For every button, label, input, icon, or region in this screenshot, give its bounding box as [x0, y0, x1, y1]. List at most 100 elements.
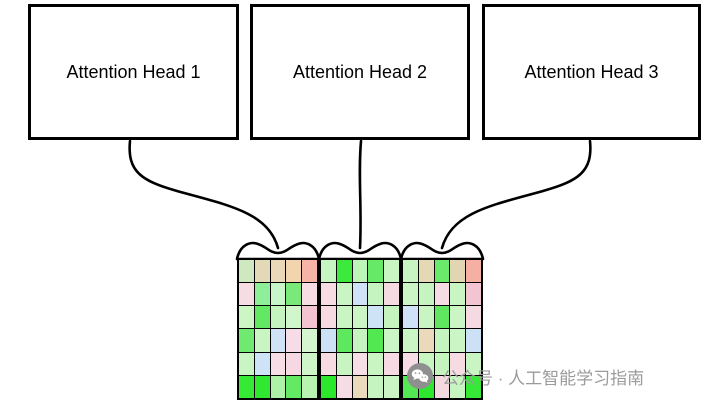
- matrix-cell: [466, 375, 481, 398]
- grid-brace-3: [399, 241, 485, 261]
- matrix-cell: [254, 260, 270, 283]
- matrix-cell: [239, 352, 254, 375]
- matrix-cell: [302, 306, 317, 329]
- connector-line-1: [128, 139, 280, 250]
- watermark: 公众号 · 人工智能学习指南: [406, 362, 644, 390]
- matrix-cell: [254, 375, 270, 398]
- attention-head-1-box: Attention Head 1: [28, 4, 239, 140]
- matrix-cell: [254, 283, 270, 306]
- attention-head-3-label: Attention Head 3: [524, 61, 659, 82]
- matrix-cell: [450, 329, 466, 352]
- matrix-cell: [302, 260, 317, 283]
- matrix-cell: [336, 352, 352, 375]
- matrix-cell: [368, 375, 384, 398]
- matrix-cell: [384, 283, 399, 306]
- matrix-cell: [368, 352, 384, 375]
- matrix-cell: [286, 375, 302, 398]
- matrix-cell: [434, 352, 450, 375]
- matrix-cell: [352, 260, 368, 283]
- watermark-text: 公众号 · 人工智能学习指南: [442, 368, 645, 388]
- matrix-cell: [466, 260, 481, 283]
- matrix-cell: [286, 352, 302, 375]
- matrix-cell: [434, 375, 450, 398]
- matrix-cell: [254, 329, 270, 352]
- matrix-cell: [368, 329, 384, 352]
- matrix-cell: [434, 283, 450, 306]
- matrix-cell: [239, 283, 254, 306]
- matrix-cell: [384, 352, 399, 375]
- matrix-cell: [336, 375, 352, 398]
- matrix-cell: [270, 306, 286, 329]
- connector-line-2: [358, 139, 363, 250]
- matrix-cell: [352, 306, 368, 329]
- matrix-cell: [368, 260, 384, 283]
- matrix-cell: [239, 329, 254, 352]
- matrix-cell: [270, 329, 286, 352]
- matrix-cell: [368, 283, 384, 306]
- matrix-cell: [434, 260, 450, 283]
- matrix-cell: [302, 352, 317, 375]
- matrix-cell: [466, 329, 481, 352]
- matrix-cell: [466, 352, 481, 375]
- matrix-cell: [321, 329, 336, 352]
- matrix-cell: [418, 306, 434, 329]
- matrix-cell: [321, 375, 336, 398]
- matrix-cell: [321, 306, 336, 329]
- attention-head-2-label: Attention Head 2: [292, 61, 428, 82]
- matrix-cell: [368, 306, 384, 329]
- connector-line-3: [440, 139, 592, 250]
- matrix-cell: [239, 306, 254, 329]
- matrix-cell: [403, 260, 418, 283]
- matrix-cell: [286, 306, 302, 329]
- matrix-cell: [450, 306, 466, 329]
- matrix-cell: [450, 260, 466, 283]
- matrix-cell: [384, 375, 399, 398]
- matrix-cell: [286, 329, 302, 352]
- matrix-cell: [384, 260, 399, 283]
- matrix-cell: [270, 375, 286, 398]
- matrix-cell: [466, 283, 481, 306]
- grid-brace-2: [317, 241, 403, 261]
- matrix-cell: [270, 283, 286, 306]
- attention-matrix-2: [319, 258, 401, 400]
- attention-head-2-box: Attention Head 2: [250, 4, 470, 140]
- matrix-cell: [418, 283, 434, 306]
- matrix-cell: [239, 260, 254, 283]
- matrix-cell: [418, 260, 434, 283]
- matrix-cell: [286, 283, 302, 306]
- attention-matrix-1: [237, 258, 319, 400]
- matrix-cell: [403, 329, 418, 352]
- matrix-cell: [418, 329, 434, 352]
- matrix-cell: [302, 329, 317, 352]
- matrix-cell: [384, 329, 399, 352]
- matrix-cell: [403, 283, 418, 306]
- wechat-icon: [407, 363, 433, 389]
- matrix-cell: [434, 329, 450, 352]
- matrix-cell: [450, 375, 466, 398]
- matrix-cell: [321, 352, 336, 375]
- matrix-cell: [352, 375, 368, 398]
- matrix-cell: [321, 283, 336, 306]
- matrix-cell: [254, 306, 270, 329]
- matrix-cell: [321, 260, 336, 283]
- matrix-cell: [286, 260, 302, 283]
- matrix-cell: [336, 260, 352, 283]
- matrix-cell: [403, 306, 418, 329]
- matrix-cell: [254, 352, 270, 375]
- matrix-cell: [352, 352, 368, 375]
- matrix-cell: [384, 306, 399, 329]
- matrix-cell: [352, 329, 368, 352]
- matrix-cell: [270, 352, 286, 375]
- matrix-cell: [239, 375, 254, 398]
- matrix-cell: [450, 352, 466, 375]
- attention-head-1-label: Attention Head 1: [66, 61, 201, 82]
- matrix-cell: [302, 375, 317, 398]
- matrix-cell: [270, 260, 286, 283]
- matrix-cell: [302, 283, 317, 306]
- matrix-cell: [336, 306, 352, 329]
- matrix-cell: [450, 283, 466, 306]
- matrix-cell: [466, 306, 481, 329]
- matrix-cell: [352, 283, 368, 306]
- matrix-cell: [336, 329, 352, 352]
